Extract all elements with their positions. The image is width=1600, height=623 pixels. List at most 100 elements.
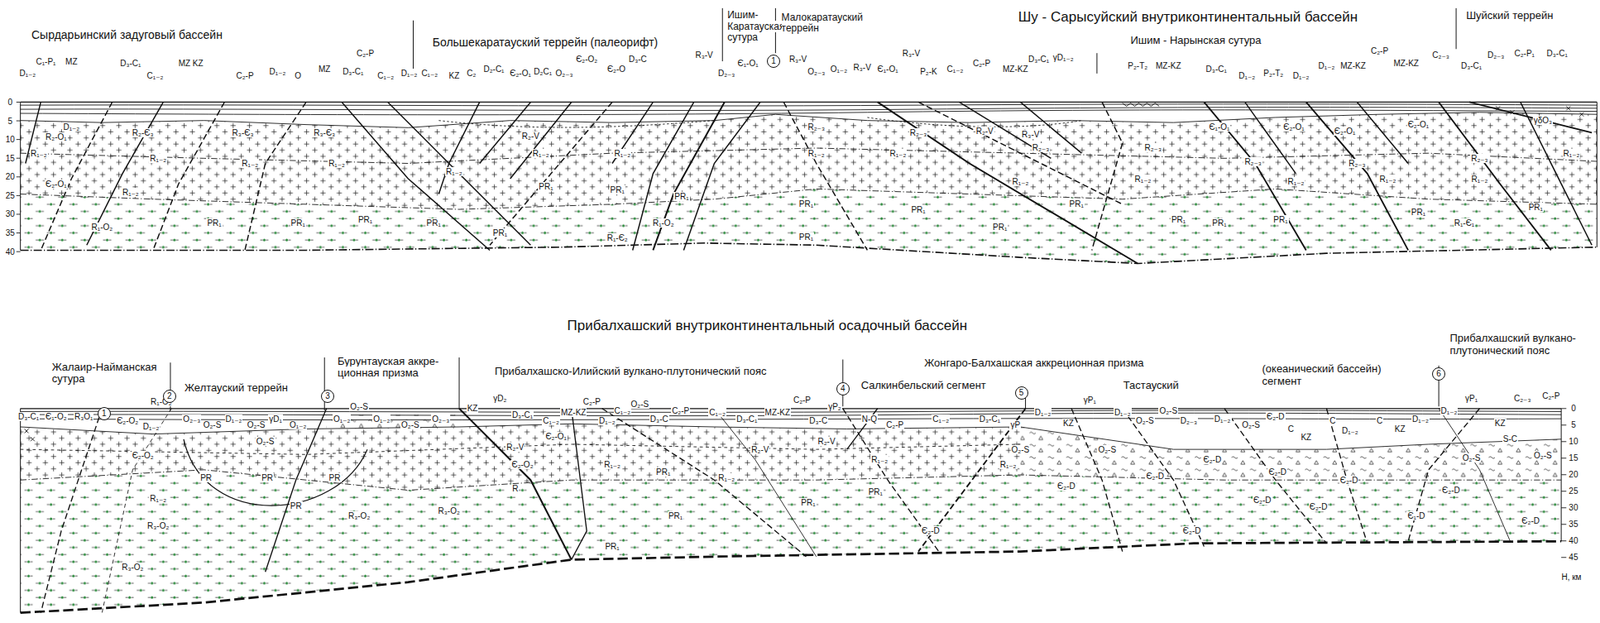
unit-label: Є₁-D (1406, 511, 1426, 521)
unit-label: R₃-O₂ (347, 511, 371, 521)
unit-label: D₁₋₂ (268, 67, 288, 77)
unit-label: R₁₋₂ (999, 459, 1018, 470)
depth-tick: 40 (4, 247, 16, 257)
unit-label: R₃-V (788, 54, 808, 64)
unit-label: MZ-KZ (1154, 61, 1183, 71)
unit-label: C₂-P (355, 48, 375, 58)
unit-label: O₂-S (1135, 416, 1155, 426)
unit-label: R₁₋₂ (603, 459, 622, 470)
region-name: Прибалхашско-Илийский вулкано-плутоничес… (493, 365, 768, 378)
depth-tick: 15 (1567, 453, 1579, 463)
unit-label: Є₂-D (1144, 471, 1165, 481)
depth-tick: 15 (4, 153, 16, 163)
unit-label: Є₂-O₁ (44, 179, 68, 189)
unit-label: Є₂-O₁ (1333, 126, 1357, 136)
depth-tick: 0 (1570, 403, 1577, 413)
depth-tick: 0 (7, 97, 15, 107)
unit-label: R₂-V (817, 436, 837, 446)
unit-label: KZ (447, 71, 460, 81)
unit-label: PR₁ (800, 498, 816, 508)
callout-circle: 1 (766, 54, 781, 68)
unit-label: Є₂-D (1202, 455, 1222, 465)
unit-label: C₂-P (1541, 391, 1561, 401)
unit-label: Є₂-D (1441, 485, 1462, 495)
unit-label: Є₂-O (606, 64, 627, 74)
unit-label: D₁₋₂ (18, 68, 37, 78)
region-name: Сырдарьинский задуговый бассейн (30, 28, 224, 42)
unit-label: R₂-V (521, 131, 541, 141)
unit-label: R₁-Є₂ (606, 233, 629, 243)
unit-label: R₃-V (1020, 129, 1040, 139)
depth-tick: 10 (4, 134, 16, 144)
unit-label: γD₁ (268, 414, 283, 424)
unit-label: PR₁ (798, 232, 815, 242)
unit-label: R₁₋₂ (240, 158, 259, 168)
callout-number: 2 (167, 392, 173, 401)
unit-label: PR₁ (426, 218, 442, 228)
unit-label: C₂-P (1370, 46, 1390, 56)
unit-label: D₁₋₂ (1034, 407, 1053, 417)
region-name: Желтауский террейн (183, 382, 289, 394)
unit-label: C₁₋₂ (420, 68, 439, 78)
unit-label: PR₁ (798, 199, 815, 209)
unit-label: O₂-S (1240, 420, 1261, 430)
callout-circle: 6 (1432, 367, 1446, 381)
unit-label: C (1328, 416, 1337, 426)
unit-label: O₂-S (400, 420, 421, 430)
unit-label: MZ-KZ (560, 407, 588, 417)
depth-tick: 40 (1567, 536, 1579, 546)
unit-label: D₁₋₂ (1113, 407, 1132, 417)
unit-label: R₂₋₃ (1470, 153, 1489, 163)
unit-label: D₁₋₂ (400, 68, 419, 78)
unit-label: γD₂ (492, 393, 508, 403)
unit-label: PR₁ (1170, 215, 1187, 225)
unit-label: C (1375, 416, 1384, 426)
unit-label: O₂₋₃ (431, 414, 451, 424)
depth-tick: 5 (1570, 420, 1577, 430)
unit-label: D₂C₁ (532, 67, 553, 77)
region-name: Жонгаро-Балхашская аккреционная призма (923, 357, 1145, 369)
region-name: Ишим - Нарынская сутура (1129, 34, 1262, 47)
unit-label: Є₂-O₁ (508, 68, 532, 78)
unit-label: Є₂-O₁ (1407, 119, 1431, 130)
depth-tick: 20 (1567, 469, 1579, 480)
unit-label: KZ (1394, 424, 1407, 434)
unit-label: R₁₋₂ (1470, 174, 1490, 184)
unit-label: MZ (317, 64, 331, 74)
unit-label: PR₁ (1068, 199, 1085, 209)
callout-circle: 5 (1015, 386, 1029, 400)
depth-tick: 25 (1567, 486, 1579, 496)
unit-label: O₂-S (1158, 406, 1179, 416)
unit-label: PR₁ (1211, 218, 1227, 228)
depth-tick: 25 (4, 191, 16, 201)
unit-label: γP₂ (827, 402, 843, 412)
unit-label: R₂-Є₃ (131, 128, 155, 138)
unit-label: R₁₋₂ (613, 148, 633, 159)
callout-circle: 3 (320, 389, 335, 403)
unit-label: MZ-KZ (764, 407, 792, 417)
region-name: Прибалхашский внутриконтинентальный осад… (566, 318, 968, 335)
unit-label: R₃O₁ (73, 411, 94, 422)
unit-label: R₁₋₂ (870, 455, 889, 465)
depth-tick: 45 (1567, 552, 1579, 562)
bottom-section (20, 357, 1567, 614)
unit-label: D₂-C₁ (482, 64, 505, 74)
unit-label: PR (328, 473, 342, 483)
unit-label: C₂₋₃ (1513, 393, 1532, 403)
unit-label: PR₁ (655, 467, 671, 477)
unit-label: R₃-Є₃ (231, 128, 255, 138)
unit-label: O₂-S (1097, 445, 1117, 455)
unit-label: Є₁-O₁ (737, 58, 760, 68)
unit-label: PR₁ (667, 511, 684, 521)
unit-label: R₁₋₂ (1287, 177, 1306, 187)
unit-label: PR₁ (357, 215, 374, 225)
unit-label: D₂₋₃ (1179, 416, 1198, 426)
unit-label: C₁₋₂ (708, 407, 727, 417)
unit-label: KZ (1494, 418, 1507, 428)
unit-label: D₁₋₂ (1440, 406, 1459, 416)
unit-label: P₂-T₂ (1126, 61, 1149, 71)
unit-label: PR₁ (537, 182, 554, 192)
unit-label: D₁₋₂ (1237, 71, 1256, 81)
unit-label: D₃-C₁ (511, 410, 534, 420)
